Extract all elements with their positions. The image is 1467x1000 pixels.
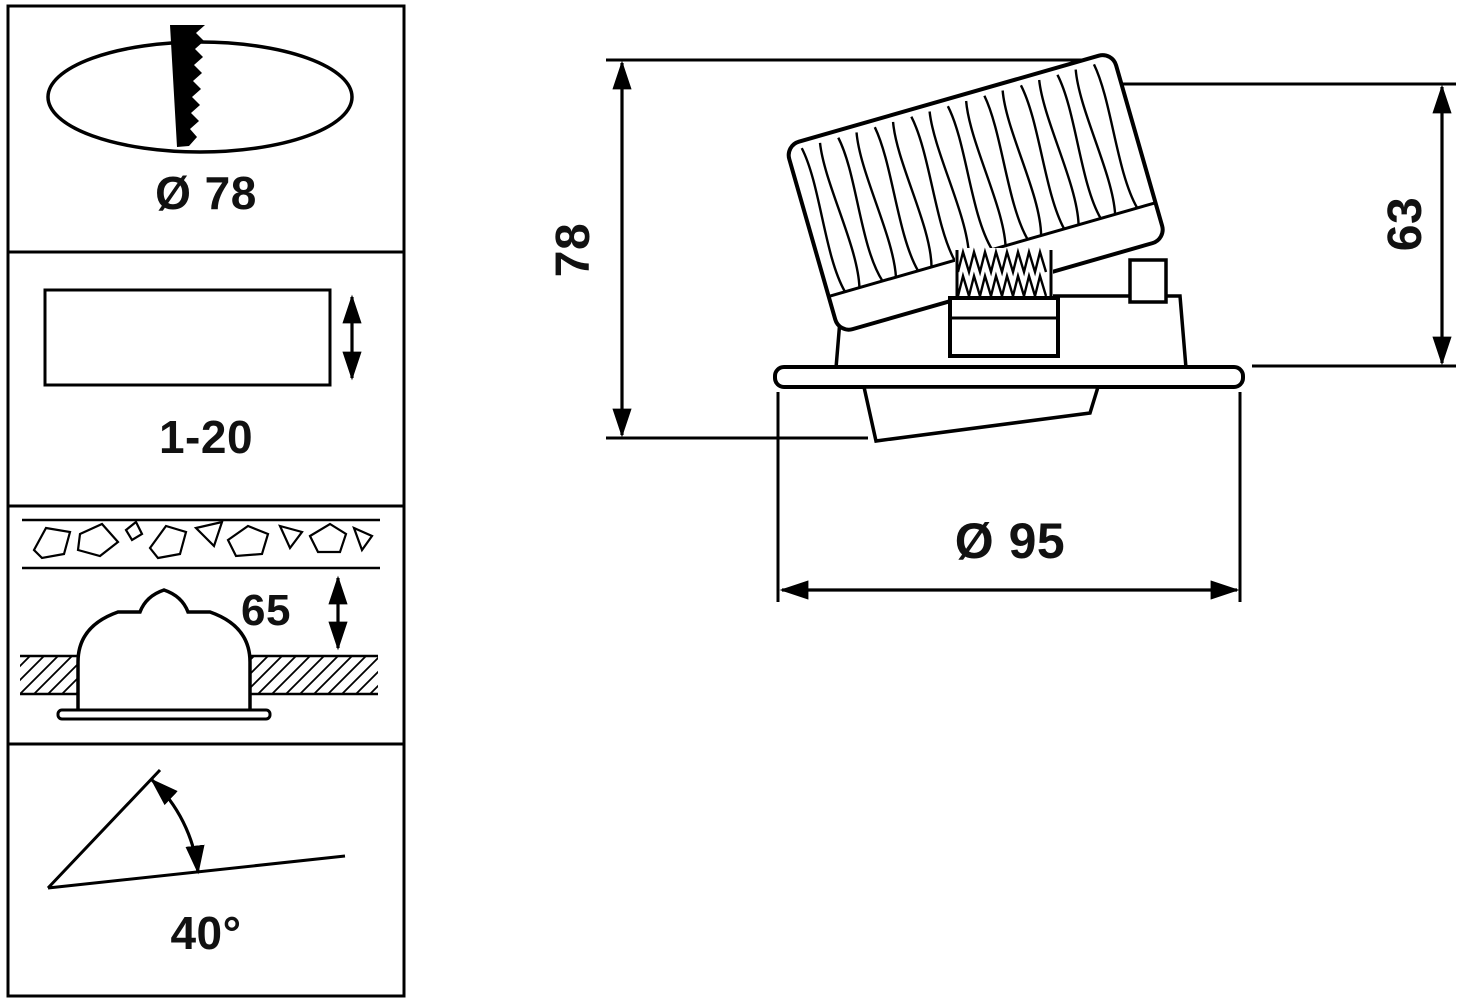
spot-module (786, 53, 1165, 332)
ceiling-section-right (250, 656, 378, 694)
tilt-angle-arc-icon (46, 768, 346, 890)
housing-clip (1128, 258, 1168, 304)
tilted-bezel (861, 385, 1101, 443)
ceiling-thickness-hatch-icon (43, 288, 362, 387)
heatsink-fins (800, 63, 1139, 293)
extension-lines (606, 58, 1456, 602)
pictogram-box-thickness (6, 250, 406, 508)
dim-above-ceiling-label: 63 (1379, 196, 1432, 252)
dim-height-label: 78 (547, 222, 600, 278)
cutout-diameter-label: Ø 78 (155, 167, 257, 219)
tilt-arc-arrow (150, 778, 205, 875)
recess-depth-label: 65 (241, 586, 291, 635)
dim-diameter-label: Ø 95 (954, 513, 1066, 569)
rubble-stones (32, 520, 374, 560)
trim-flange (56, 708, 272, 721)
luminaire-section-drawing (606, 53, 1456, 602)
tilt-angle-label: 40° (170, 907, 242, 959)
recessed-housing-dome (76, 588, 252, 714)
ceiling-section-left (20, 656, 78, 694)
pictogram-column (6, 4, 406, 998)
ceiling-cutout-saw-icon (46, 25, 354, 154)
recess-depth-profile-icon (20, 518, 380, 721)
gear-box (948, 296, 1060, 358)
trim-ring-flange (773, 365, 1245, 389)
ceiling-thickness-label: 1-20 (158, 411, 254, 463)
